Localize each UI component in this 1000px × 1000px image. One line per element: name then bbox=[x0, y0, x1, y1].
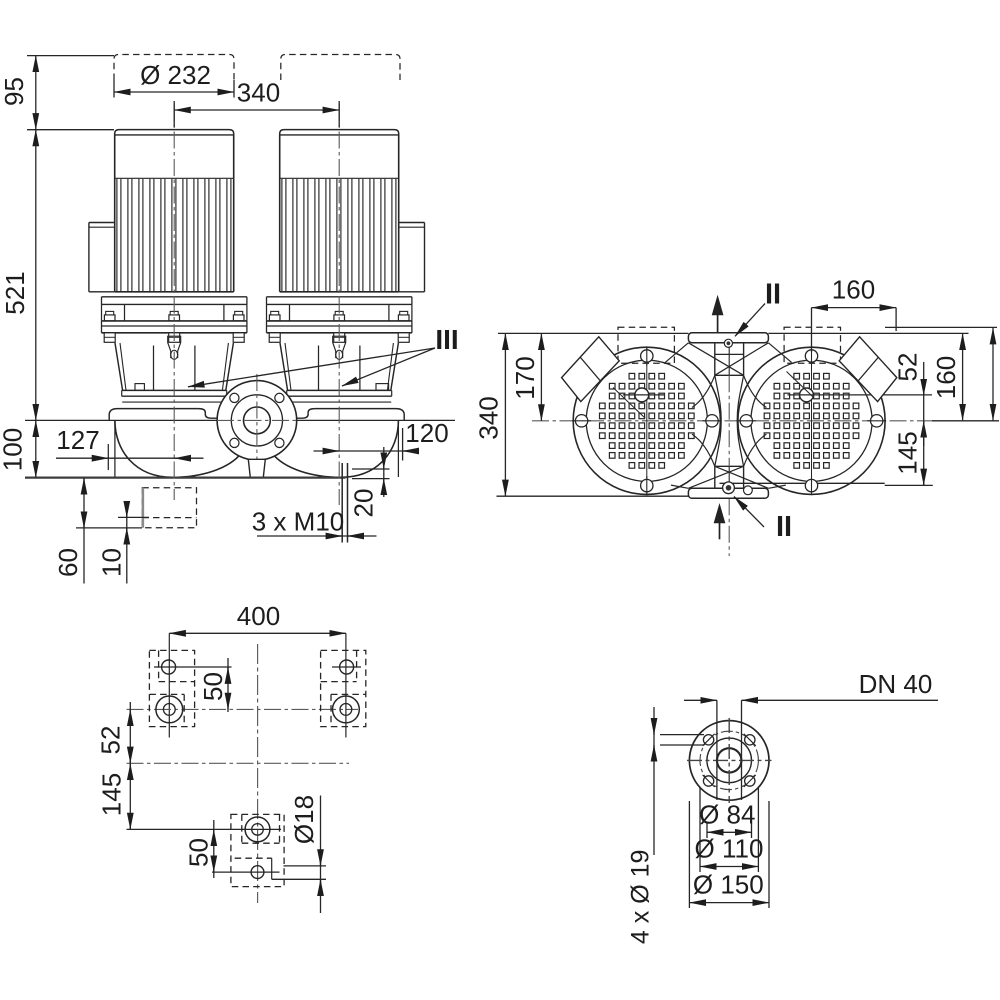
svg-text:10: 10 bbox=[97, 548, 127, 577]
svg-text:340: 340 bbox=[237, 78, 280, 108]
svg-text:Ø 84: Ø 84 bbox=[699, 799, 755, 829]
svg-text:50: 50 bbox=[184, 838, 214, 867]
svg-text:Ø 110: Ø 110 bbox=[695, 833, 764, 863]
svg-text:III: III bbox=[435, 324, 458, 355]
svg-text:340: 340 bbox=[474, 396, 504, 439]
svg-text:160: 160 bbox=[832, 275, 875, 305]
svg-text:50: 50 bbox=[198, 672, 228, 701]
svg-text:Ø 150: Ø 150 bbox=[693, 869, 764, 899]
svg-text:3 x M10: 3 x M10 bbox=[252, 507, 345, 537]
svg-text:II: II bbox=[776, 511, 792, 543]
svg-text:52: 52 bbox=[893, 353, 923, 382]
svg-text:Ø 232: Ø 232 bbox=[140, 60, 211, 90]
svg-text:Ø18: Ø18 bbox=[289, 795, 319, 844]
svg-text:100: 100 bbox=[0, 428, 28, 471]
svg-text:120: 120 bbox=[405, 418, 448, 448]
svg-text:145: 145 bbox=[893, 431, 923, 474]
svg-text:60: 60 bbox=[53, 548, 83, 577]
svg-text:95: 95 bbox=[0, 77, 29, 106]
svg-text:II: II bbox=[765, 279, 781, 311]
svg-text:170: 170 bbox=[510, 356, 540, 399]
svg-text:4 x Ø 19: 4 x Ø 19 bbox=[627, 850, 655, 945]
svg-text:400: 400 bbox=[237, 601, 280, 631]
svg-text:127: 127 bbox=[56, 425, 99, 455]
svg-text:20: 20 bbox=[349, 489, 379, 518]
svg-text:145: 145 bbox=[96, 773, 126, 816]
svg-text:DN 40: DN 40 bbox=[859, 669, 933, 699]
svg-text:52: 52 bbox=[95, 726, 125, 755]
svg-text:521: 521 bbox=[0, 271, 30, 314]
svg-text:160: 160 bbox=[931, 356, 961, 399]
